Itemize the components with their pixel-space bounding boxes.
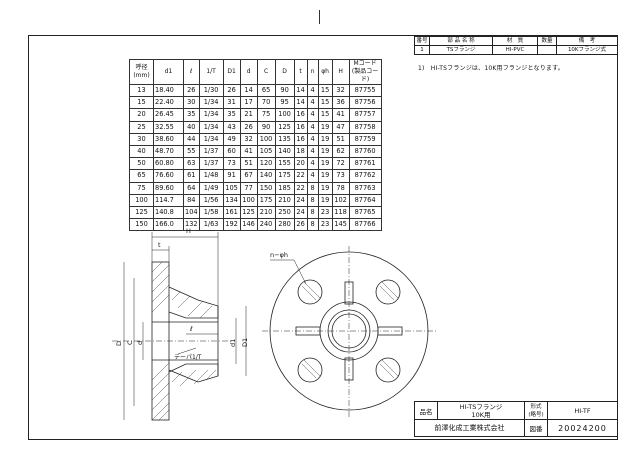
label-d: d — [136, 341, 144, 345]
note-text: 1) HI-TSフランジは、10K用フランジとなります。 — [418, 65, 564, 72]
label-D1: D1 — [241, 338, 249, 347]
label-nh: n−φh — [270, 251, 288, 259]
dimension-header-cell: Mコード (製品コード) — [348, 59, 382, 85]
title-model-label-1: 形式 — [530, 403, 542, 410]
label-l: ℓ — [190, 325, 193, 333]
title-model-label-2: (略号) — [528, 411, 544, 418]
center-mark — [319, 10, 320, 24]
dimension-cell: 87766 — [348, 218, 382, 232]
drawing-frame — [28, 35, 618, 440]
dimension-header-cell: 呼径 (mm) — [129, 59, 154, 85]
title-company: 前澤化成工業株式会社 — [414, 419, 525, 437]
label-D: D — [115, 341, 123, 346]
dimension-cell: 87760 — [348, 144, 382, 159]
title-model-label: 形式 (略号) — [524, 401, 548, 420]
title-product-name-1: HI-TSフランジ — [459, 402, 503, 411]
dimension-cell: 87756 — [348, 96, 382, 110]
side-section-view — [112, 232, 247, 421]
front-view — [262, 246, 436, 418]
title-product-name: HI-TSフランジ 10K用 — [437, 401, 525, 420]
dimension-cell: 87764 — [348, 193, 382, 207]
label-H: H — [186, 227, 191, 235]
title-block: 品名 HI-TSフランジ 10K用 形式 (略号) HI-TF 前澤化成工業株式… — [414, 401, 618, 437]
label-d1: d1 — [229, 339, 237, 347]
title-code-label: 図番 — [524, 419, 548, 437]
dimension-header-cell: 1/T — [198, 59, 224, 85]
parts-list: 番号 部 品 名 称 材 質 数量 備 考 1 TSフランジ HI-PVC 10… — [414, 36, 618, 55]
label-taper: テーパ1/T — [174, 354, 202, 361]
dimension-cell: 166.0 — [153, 218, 184, 232]
title-model-value: HI-TF — [547, 401, 618, 420]
dimension-header-cell: d1 — [153, 59, 184, 85]
title-code-value: 20024200 — [547, 419, 618, 437]
title-name-label: 品名 — [414, 401, 438, 420]
title-product-name-2: 10K用 — [471, 410, 491, 419]
parts-row-remarks: 10Kフランジ式 — [556, 45, 618, 55]
label-C: C — [126, 340, 134, 345]
label-t: t — [158, 241, 161, 249]
